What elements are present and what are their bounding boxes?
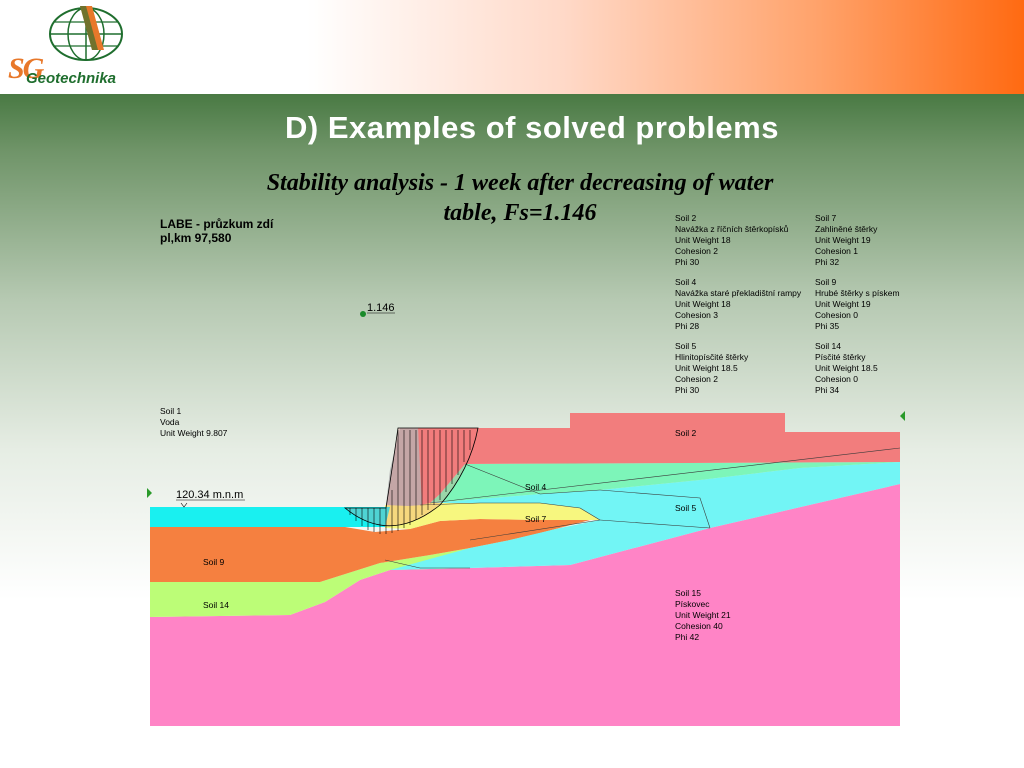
water-region (150, 507, 390, 527)
page-title: D) Examples of solved problems (285, 110, 779, 145)
project-label-line-1: LABE - průzkum zdí (160, 217, 274, 231)
legend-entry-line: Unit Weight 18.5 (675, 363, 738, 373)
soil15-info: Soil 15 Pískovec Unit Weight 21 Cohesion… (675, 588, 731, 642)
legend-entry-line: Navážka z říčních štěrkopísků (675, 224, 789, 234)
soil5-region (390, 462, 900, 570)
legend-entry-line: Soil 14 (815, 341, 841, 351)
right-boundary-marker-icon (900, 411, 905, 421)
soil15-line-2: Unit Weight 21 (675, 610, 731, 620)
soil4-label: Soil 4 (525, 482, 547, 492)
subtitle-line-1: Stability analysis - 1 week after decrea… (266, 170, 774, 196)
legend-entry-line: Soil 5 (675, 341, 697, 351)
soil-layers (150, 413, 901, 726)
legend-entry-line: Cohesion 0 (815, 310, 858, 320)
soil7-region (385, 503, 600, 529)
soil2-region (418, 413, 900, 505)
slip-surface (343, 427, 479, 534)
soil14-label: Soil 14 (203, 600, 229, 610)
soil1-line-2: Unit Weight 9.807 (160, 428, 228, 438)
legend-entry-line: Soil 4 (675, 277, 697, 287)
soil15-line-3: Cohesion 40 (675, 621, 723, 631)
soil1-info: Soil 1 Voda Unit Weight 9.807 (160, 406, 228, 438)
soil5-label: Soil 5 (675, 503, 697, 513)
soil4-region (430, 462, 900, 503)
legend-entry-line: Soil 9 (815, 277, 837, 287)
soil1-line-1: Voda (160, 417, 180, 427)
subtitle: Stability analysis - 1 week after decrea… (200, 168, 840, 228)
legend-entry-line: Phi 34 (815, 385, 839, 395)
legend-entry-line: Phi 28 (675, 321, 699, 331)
legend-entry-line: Unit Weight 19 (815, 299, 871, 309)
legend-entry-line: Unit Weight 18 (675, 235, 731, 245)
legend-entry-line: Unit Weight 18.5 (815, 363, 878, 373)
legend-entry-line: Zahliněné štěrky (815, 224, 878, 234)
water-level-label: 120.34 m.n.m (176, 489, 243, 501)
left-boundary-marker-icon (147, 488, 152, 498)
legend-entry-line: Navážka staré překladištní rampy (675, 288, 802, 298)
soil15-line-4: Phi 42 (675, 632, 699, 642)
legend-entry-line: Phi 32 (815, 257, 839, 267)
legend-entry-line: Cohesion 0 (815, 374, 858, 384)
soil15-line-1: Pískovec (675, 599, 710, 609)
legend-entry-line: Cohesion 3 (675, 310, 718, 320)
globe-with-letter-icon (49, 6, 123, 61)
soil1-line-0: Soil 1 (160, 406, 182, 416)
legend-entry-line: Unit Weight 18 (675, 299, 731, 309)
soil9-region (150, 519, 590, 582)
soil9-label: Soil 9 (203, 557, 225, 567)
legend-entry-line: Phi 30 (675, 385, 699, 395)
legend-entry-line: Soil 7 (815, 213, 837, 223)
soil2-label: Soil 2 (675, 428, 697, 438)
legend-entry-line: Cohesion 1 (815, 246, 858, 256)
legend-entry-line: Soil 2 (675, 213, 697, 223)
header-banner: SG Geotechnika (0, 0, 1024, 94)
soil15-region (150, 484, 900, 726)
soil15-line-0: Soil 15 (675, 588, 701, 598)
soil7-label: Soil 7 (525, 514, 547, 524)
legend-entry-line: Phi 30 (675, 257, 699, 267)
fs-label: 1.146 (367, 302, 395, 314)
legend-entry-line: Unit Weight 19 (815, 235, 871, 245)
legend-entry-line: Hlinitopísčité štěrky (675, 352, 749, 362)
legend-entry-line: Phi 35 (815, 321, 839, 331)
subtitle-line-2: table, Fs=1.146 (443, 200, 597, 226)
legend-entry-line: Cohesion 2 (675, 374, 718, 384)
slip-circle-centre-icon (360, 311, 366, 317)
logo-mark: SG (8, 52, 44, 85)
soil14-region (150, 528, 560, 617)
legend-entry-line: Cohesion 2 (675, 246, 718, 256)
project-label-line-2: pl,km 97,580 (160, 231, 232, 245)
legend-entry-line: Hrubé štěrky s pískem (815, 288, 900, 298)
legend-entry-line: Písčité štěrky (815, 352, 866, 362)
logo-text: Geotechnika (26, 70, 117, 87)
